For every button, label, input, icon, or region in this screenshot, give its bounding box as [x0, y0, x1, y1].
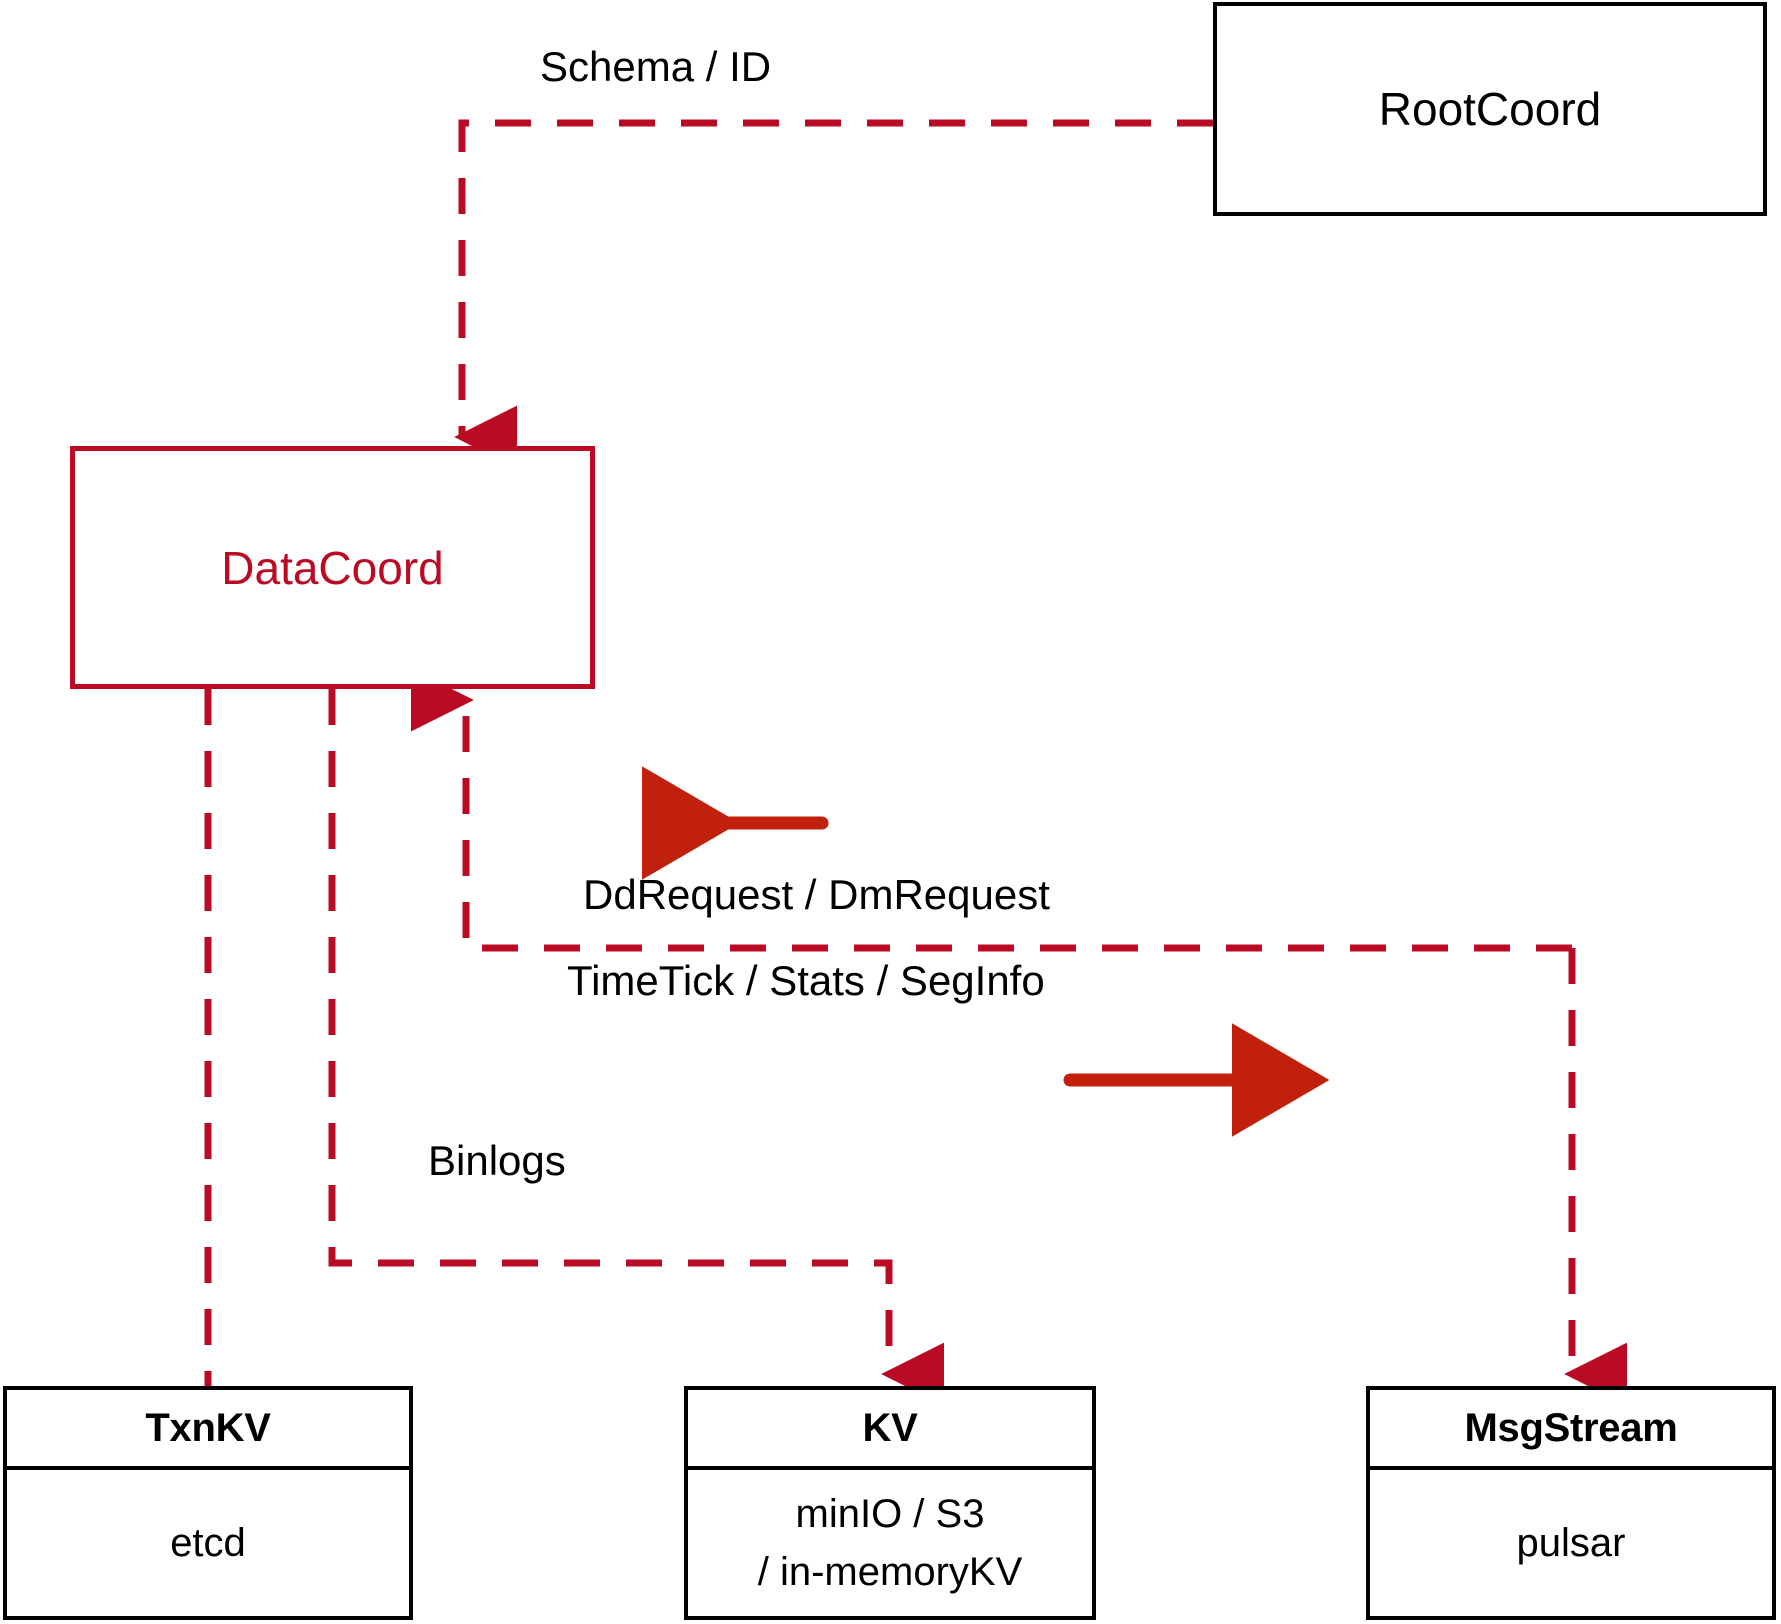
node-msgstream-body: pulsar	[1370, 1470, 1772, 1616]
node-datacoord[interactable]: DataCoord	[70, 446, 595, 689]
node-rootcoord[interactable]: RootCoord	[1213, 2, 1767, 216]
node-txnkv-body: etcd	[7, 1470, 409, 1616]
node-datacoord-label: DataCoord	[221, 541, 444, 594]
edge-dd-dm-request	[410, 668, 1572, 952]
node-txnkv[interactable]: TxnKV etcd	[3, 1386, 413, 1620]
edge-label-dd-dm-request: DdRequest / DmRequest	[583, 871, 1050, 918]
node-txnkv-body-line: etcd	[170, 1521, 246, 1565]
edge-label-schema-id: Schema / ID	[540, 43, 772, 90]
edge-schema-id	[454, 119, 1213, 469]
edge-label-binlogs: Binlogs	[428, 1137, 566, 1184]
edge-binlogs	[328, 689, 945, 1406]
node-msgstream-body-line: pulsar	[1516, 1521, 1626, 1565]
node-kv-body-line-1: minIO / S3	[795, 1492, 985, 1536]
edge-label-timetick-stats-seginfo: TimeTick / Stats / SegInfo	[567, 957, 1045, 1004]
node-kv[interactable]: KV minIO / S3 / in-memoryKV	[684, 1386, 1096, 1620]
node-txnkv-title: TxnKV	[7, 1390, 409, 1470]
node-msgstream[interactable]: MsgStream pulsar	[1366, 1386, 1776, 1620]
node-kv-body-line-2: / in-memoryKV	[757, 1550, 1023, 1594]
node-kv-body: minIO / S3 / in-memoryKV	[688, 1470, 1092, 1616]
node-msgstream-title: MsgStream	[1370, 1390, 1772, 1470]
node-kv-title: KV	[688, 1390, 1092, 1470]
node-rootcoord-label: RootCoord	[1378, 83, 1602, 135]
